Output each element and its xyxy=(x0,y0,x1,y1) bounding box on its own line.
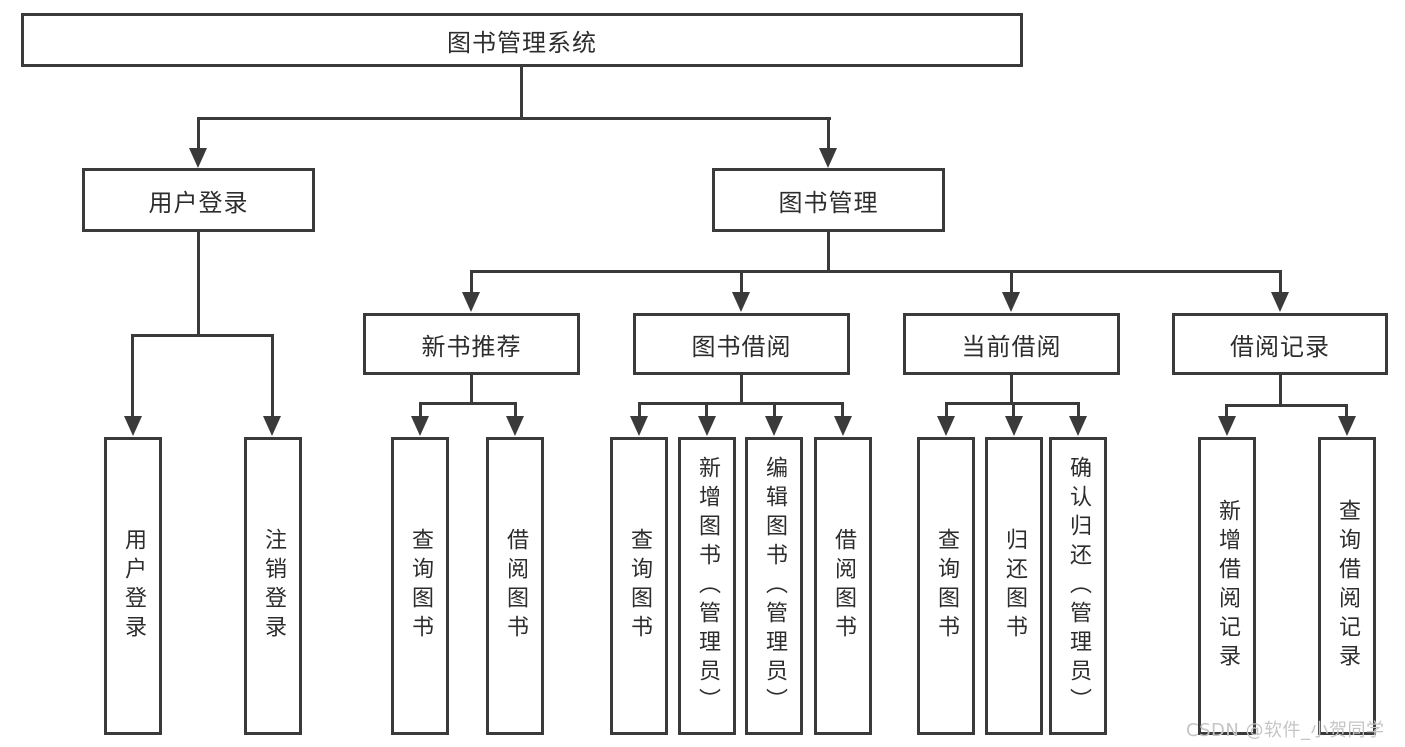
arrowhead-icon xyxy=(1271,292,1289,312)
arrowhead-icon xyxy=(263,416,281,436)
connector-line xyxy=(470,375,473,405)
node-user-login: 用户登录 xyxy=(82,168,315,232)
connector-line xyxy=(197,117,200,152)
arrowhead-icon xyxy=(698,416,716,436)
leaf-add-borrow-record: 新增借阅记录 xyxy=(1198,437,1256,735)
node-label: 借阅记录 xyxy=(1230,332,1330,361)
connector-line xyxy=(1010,375,1013,405)
arrowhead-icon xyxy=(765,416,783,436)
connector-line xyxy=(470,270,1282,273)
arrowhead-icon xyxy=(506,416,524,436)
arrowhead-icon xyxy=(1069,416,1087,436)
leaf-query-books-current: 查询图书 xyxy=(917,437,975,735)
connector-line xyxy=(1345,404,1348,418)
arrowhead-icon xyxy=(1338,416,1356,436)
connector-line xyxy=(773,402,776,418)
leaf-label: 查询图书 xyxy=(408,528,433,644)
connector-line xyxy=(197,117,831,120)
connector-line xyxy=(638,402,844,405)
connector-line xyxy=(271,334,274,418)
arrowhead-icon xyxy=(732,292,750,312)
leaf-label: 确认归还（管理员） xyxy=(1066,455,1091,717)
connector-line xyxy=(705,402,708,418)
leaf-borrow-books-recommend: 借阅图书 xyxy=(486,437,544,735)
leaf-add-books-admin: 新增图书（管理员） xyxy=(678,437,736,735)
connector-line xyxy=(1225,404,1348,407)
leaf-label: 用户登录 xyxy=(121,528,146,644)
node-label: 图书管理 xyxy=(778,188,879,217)
arrowhead-icon xyxy=(462,292,480,312)
leaf-label: 新增图书（管理员） xyxy=(695,455,720,717)
leaf-label: 查询借阅记录 xyxy=(1335,499,1360,673)
connector-line xyxy=(740,375,743,405)
leaf-label: 借阅图书 xyxy=(503,528,528,644)
node-current-borrow: 当前借阅 xyxy=(903,313,1120,375)
leaf-label: 新增借阅记录 xyxy=(1215,499,1240,673)
leaf-logout: 注销登录 xyxy=(244,437,302,735)
leaf-borrow-books: 借阅图书 xyxy=(814,437,872,735)
connector-line xyxy=(638,402,641,418)
connector-line xyxy=(827,117,830,152)
node-book-management: 图书管理 xyxy=(712,168,945,232)
node-new-book-recommend: 新书推荐 xyxy=(363,313,580,375)
node-book-borrow: 图书借阅 xyxy=(633,313,850,375)
connector-line xyxy=(841,402,844,418)
arrowhead-icon xyxy=(630,416,648,436)
arrowhead-icon xyxy=(189,148,207,168)
arrowhead-icon xyxy=(1005,416,1023,436)
connector-line xyxy=(470,270,473,296)
connector-line xyxy=(1012,402,1015,418)
node-label: 图书管理系统 xyxy=(447,28,597,57)
arrowhead-icon xyxy=(937,416,955,436)
csdn-watermark: CSDN @软件_小贺同学 xyxy=(1186,720,1385,741)
arrowhead-icon xyxy=(819,148,837,168)
connector-line xyxy=(419,402,517,405)
leaf-label: 注销登录 xyxy=(261,528,286,644)
leaf-label: 查询图书 xyxy=(627,528,652,644)
leaf-query-books-borrow: 查询图书 xyxy=(610,437,668,735)
connector-line xyxy=(1279,375,1282,407)
node-library-management-system: 图书管理系统 xyxy=(21,13,1023,67)
connector-line xyxy=(1077,402,1080,418)
arrowhead-icon xyxy=(834,416,852,436)
leaf-return-books: 归还图书 xyxy=(985,437,1043,735)
node-label: 图书借阅 xyxy=(691,332,792,361)
leaf-query-books-recommend: 查询图书 xyxy=(391,437,449,735)
leaf-label: 借阅图书 xyxy=(831,528,856,644)
connector-line xyxy=(514,402,517,418)
arrowhead-icon xyxy=(1002,292,1020,312)
leaf-label: 编辑图书（管理员） xyxy=(762,455,787,717)
arrowhead-icon xyxy=(1218,416,1236,436)
leaf-query-borrow-record: 查询借阅记录 xyxy=(1318,437,1376,735)
connector-line xyxy=(1279,270,1282,296)
connector-line xyxy=(132,334,274,337)
node-borrow-records: 借阅记录 xyxy=(1172,313,1388,375)
node-label: 新书推荐 xyxy=(421,332,522,361)
leaf-user-login: 用户登录 xyxy=(104,437,162,735)
arrowhead-icon xyxy=(411,416,429,436)
connector-line xyxy=(419,402,422,418)
node-label: 用户登录 xyxy=(148,188,249,217)
connector-line xyxy=(827,232,830,273)
connector-line xyxy=(197,232,200,337)
connector-line xyxy=(945,402,948,418)
leaf-confirm-return-admin: 确认归还（管理员） xyxy=(1049,437,1107,735)
connector-line xyxy=(1225,404,1228,418)
leaf-label: 查询图书 xyxy=(934,528,959,644)
connector-line xyxy=(1010,270,1013,296)
connector-line xyxy=(740,270,743,296)
connector-line xyxy=(520,67,523,120)
leaf-edit-books-admin: 编辑图书（管理员） xyxy=(745,437,803,735)
node-label: 当前借阅 xyxy=(961,332,1062,361)
connector-line xyxy=(131,334,134,418)
leaf-label: 归还图书 xyxy=(1002,528,1027,644)
arrowhead-icon xyxy=(124,416,142,436)
